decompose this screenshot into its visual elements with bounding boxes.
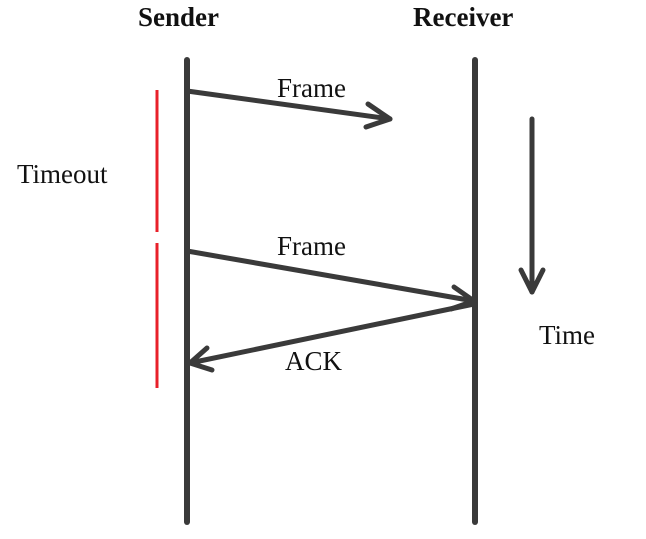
receiver-header: Receiver	[413, 2, 514, 32]
sender-header: Sender	[138, 2, 219, 32]
time-arrow	[518, 116, 546, 295]
ack-arrow	[187, 301, 477, 373]
ack-label: ACK	[285, 346, 343, 376]
timeout-label: Timeout	[17, 159, 108, 189]
frame-1-label: Frame	[277, 73, 346, 103]
frame-1-arrow	[184, 88, 393, 130]
time-label: Time	[539, 320, 596, 350]
frame-2-label: Frame	[277, 231, 346, 261]
